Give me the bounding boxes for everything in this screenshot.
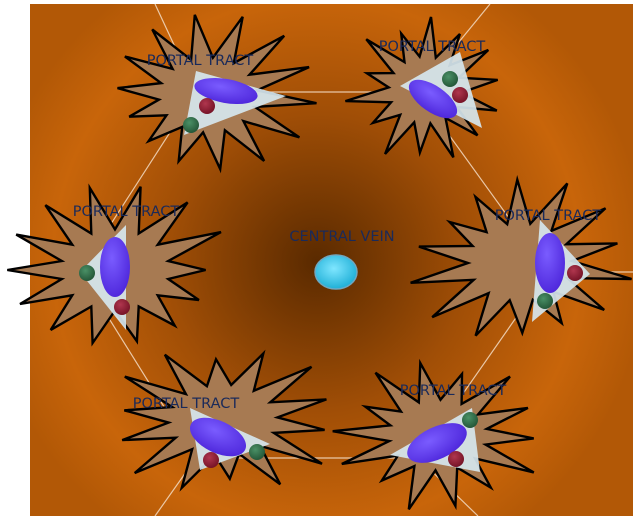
portal-tract-label: PORTAL TRACT — [379, 39, 486, 55]
bile-duct — [442, 71, 458, 87]
portal-tract-label: PORTAL TRACT — [400, 383, 507, 399]
hepatic-artery — [448, 451, 464, 467]
hepatic-artery — [114, 299, 130, 315]
hepatic-artery — [199, 98, 215, 114]
bile-duct — [462, 412, 478, 428]
portal-tract-label: PORTAL TRACT — [73, 204, 180, 220]
portal-tract-label: PORTAL TRACT — [133, 396, 240, 412]
bile-duct — [79, 265, 95, 281]
central-vein-label: CENTRAL VEIN — [289, 229, 394, 245]
hepatic-artery — [567, 265, 583, 281]
hepatic-artery — [203, 452, 219, 468]
central-vein — [315, 255, 357, 289]
bile-duct — [537, 293, 553, 309]
portal-tract-label: PORTAL TRACT — [495, 208, 602, 224]
bile-duct — [249, 444, 265, 460]
portal-vein — [535, 233, 565, 293]
portal-vein — [100, 237, 130, 297]
portal-tract-label: PORTAL TRACT — [147, 53, 254, 69]
hepatic-artery — [452, 87, 468, 103]
bile-duct — [183, 117, 199, 133]
